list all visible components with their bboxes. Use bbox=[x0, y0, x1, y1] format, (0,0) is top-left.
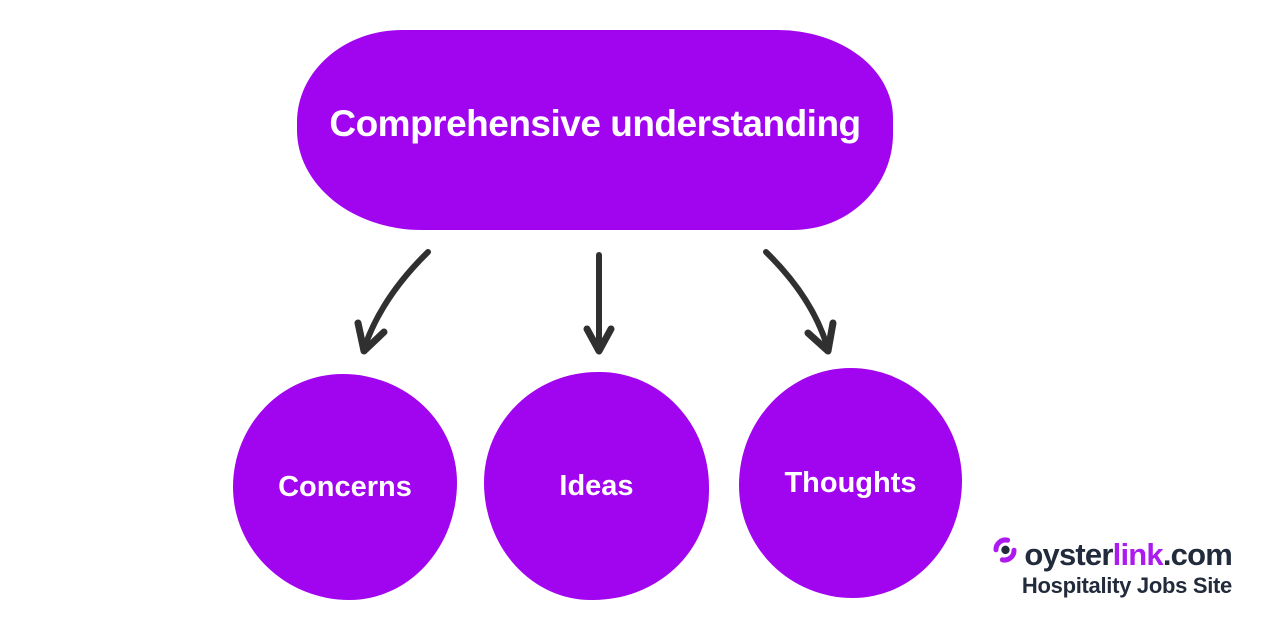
wordmark-dotcom: .com bbox=[1162, 537, 1233, 572]
oysterlink-wordmark: oysterlink.com bbox=[1024, 537, 1233, 572]
logo-tagline: Hospitality Jobs Site bbox=[1021, 573, 1232, 599]
oysterlink-pearl-icon bbox=[993, 537, 1017, 563]
arrow-to-thoughts bbox=[763, 249, 837, 355]
node-thoughts-label: Thoughts bbox=[784, 466, 917, 499]
arrow-to-ideas bbox=[583, 252, 615, 355]
wordmark-link: link bbox=[1112, 537, 1164, 572]
node-concerns: Concerns bbox=[233, 374, 457, 600]
oysterlink-logo: oysterlink.com Hospitality Jobs Site bbox=[992, 537, 1233, 599]
node-concerns-label: Concerns bbox=[278, 470, 412, 503]
node-ideas-label: Ideas bbox=[559, 469, 634, 502]
arrow-to-concerns bbox=[354, 249, 431, 355]
root-node-label: Comprehensive understanding bbox=[329, 103, 861, 144]
oysterlink-logo-row: oysterlink.com bbox=[992, 537, 1233, 572]
root-node-comprehensive-understanding: Comprehensive understanding bbox=[297, 30, 893, 230]
node-ideas: Ideas bbox=[484, 372, 709, 600]
wordmark-oyster: oyster bbox=[1024, 537, 1113, 572]
node-thoughts: Thoughts bbox=[739, 368, 962, 598]
